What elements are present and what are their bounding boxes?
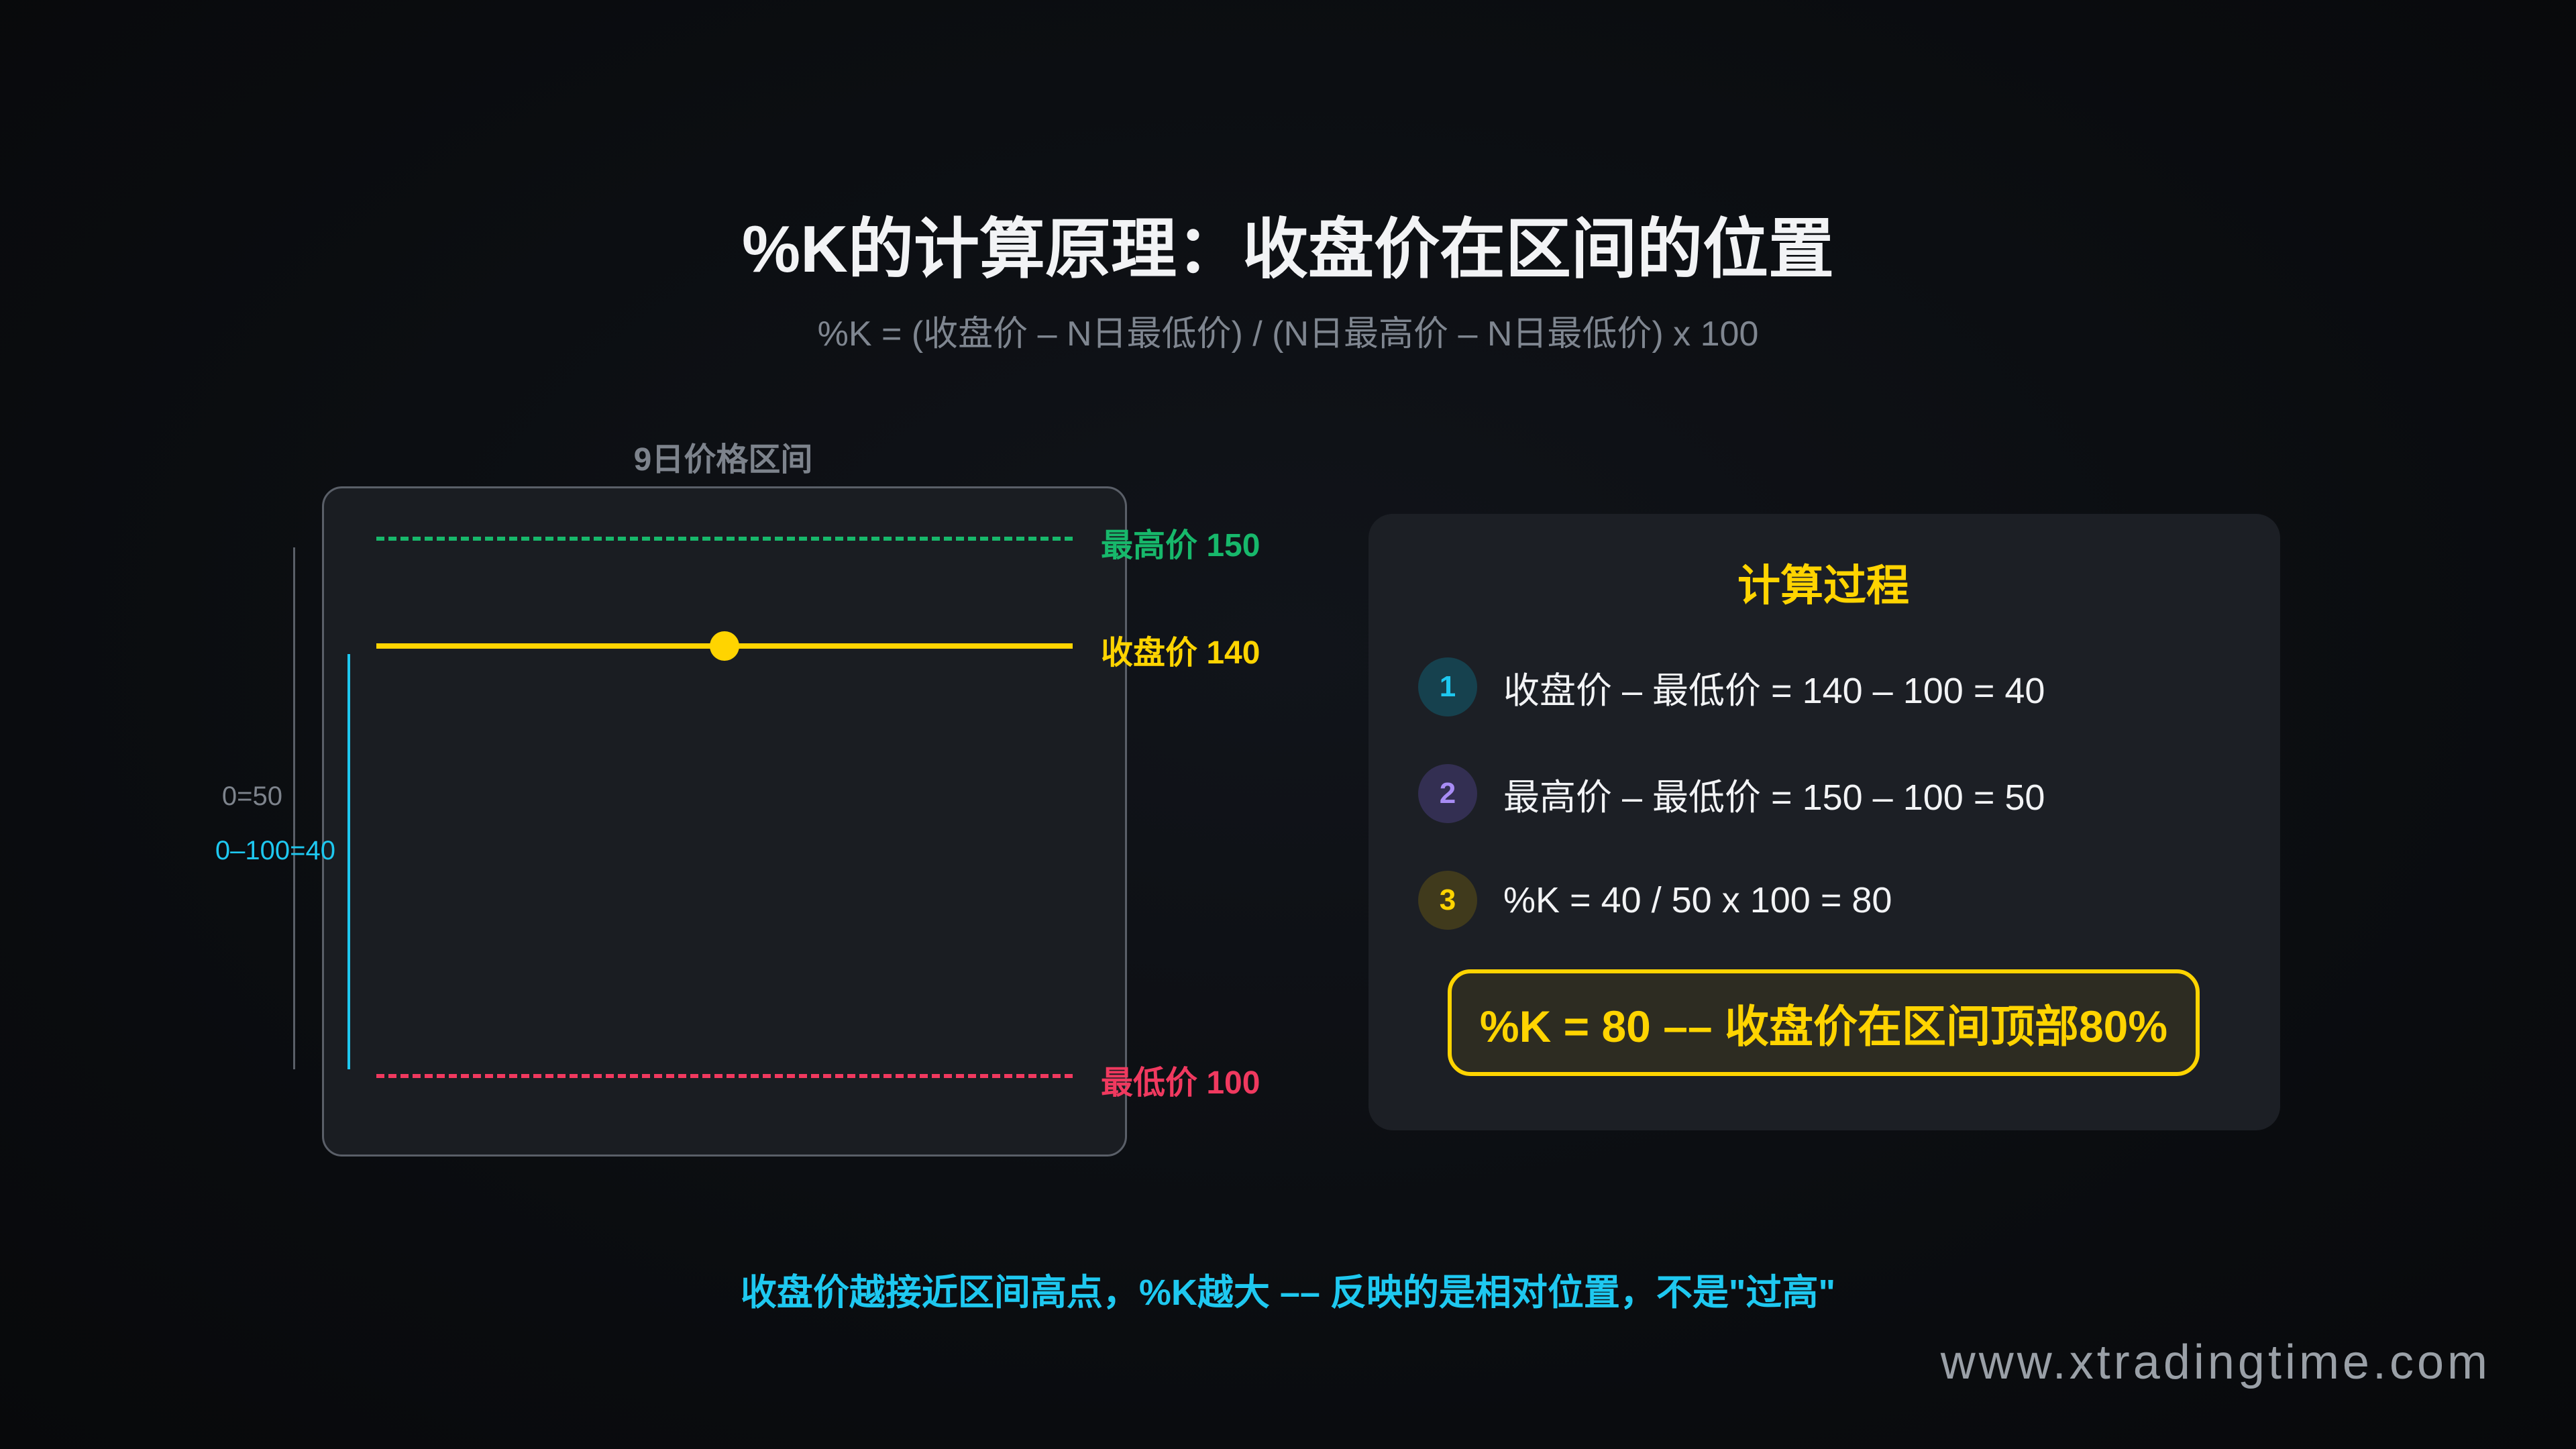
- low-price-label: 最低价 100: [1101, 1065, 1260, 1101]
- step-number-badge: 3: [1418, 871, 1477, 930]
- page-title: %K的计算原理：收盘价在区间的位置: [742, 212, 1834, 286]
- close-price-marker: [710, 631, 739, 661]
- high-price-label: 最高价 150: [1101, 528, 1260, 564]
- calc-step: 3 %K = 40 / 50 x 100 = 80: [1418, 871, 1892, 930]
- result-highlight: %K = 80 –– 收盘价在区间顶部80%: [1448, 969, 2200, 1076]
- calc-step: 2 最高价 – 最低价 = 150 – 100 = 50: [1418, 764, 2045, 823]
- step-number-badge: 1: [1418, 657, 1477, 716]
- step-number-badge: 2: [1418, 764, 1477, 823]
- range-height-line: [293, 547, 295, 1069]
- step-text: 收盘价 – 最低价 = 140 – 100 = 40: [1503, 670, 2045, 711]
- close-price-label: 收盘价 140: [1101, 635, 1260, 671]
- range-calc-label: 0=50: [221, 782, 282, 811]
- range-panel-title: 9日价格区间: [633, 442, 813, 478]
- close-minus-low-line: [347, 654, 350, 1069]
- low-price-line: [376, 1074, 1073, 1078]
- high-price-line: [376, 537, 1073, 541]
- formula-subtitle: %K = (收盘价 – N日最低价) / (N日最高价 – N日最低价) x 1…: [817, 315, 1759, 354]
- watermark: www.xtradingtime.com: [1940, 1336, 2491, 1389]
- calculation-title: 计算过程: [1737, 561, 1909, 610]
- step-text: 最高价 – 最低价 = 150 – 100 = 50: [1503, 777, 2045, 818]
- calc-step: 1 收盘价 – 最低价 = 140 – 100 = 40: [1418, 657, 2045, 716]
- price-range-box: [322, 486, 1127, 1157]
- result-text: %K = 80 –– 收盘价在区间顶部80%: [1479, 1001, 2168, 1051]
- diff-calc-label: 0–100=40: [215, 836, 335, 865]
- step-text: %K = 40 / 50 x 100 = 80: [1503, 880, 1892, 920]
- footer-note: 收盘价越接近区间高点，%K越大 –– 反映的是相对位置，不是"过高": [740, 1273, 1836, 1313]
